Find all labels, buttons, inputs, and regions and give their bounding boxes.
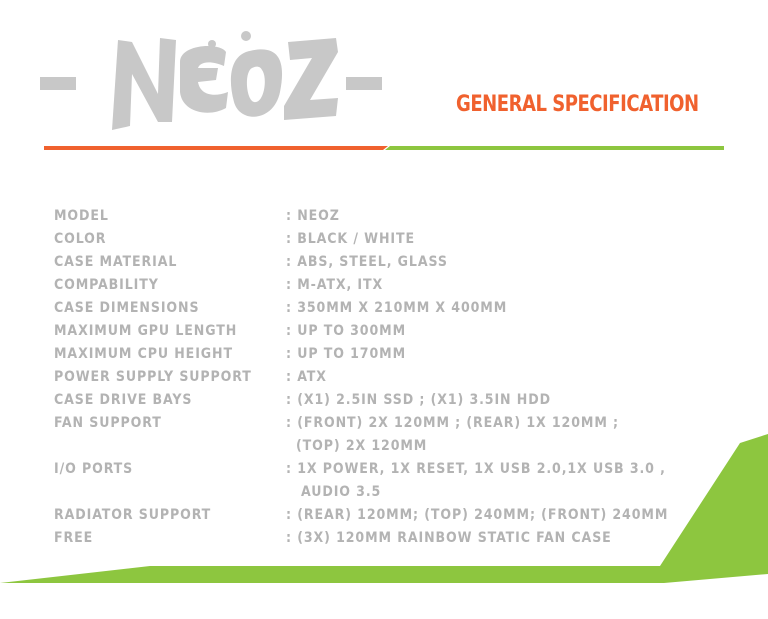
logo-letter-z: [284, 38, 338, 120]
spec-value: : ATX: [286, 369, 327, 385]
logo-letter-o: [230, 49, 283, 117]
spec-row-io-ports: I/O PORTS : 1X POWER, 1X RESET, 1X USB 2…: [54, 458, 674, 504]
spec-value: : (X1) 2.5IN SSD ; (X1) 3.5IN HDD: [286, 392, 551, 408]
spec-row-free: FREE : (3X) 120MM RAINBOW STATIC FAN CAS…: [54, 527, 674, 550]
spec-label: POWER SUPPLY SUPPORT: [54, 369, 252, 385]
spec-value-continuation: AUDIO 3.5: [301, 484, 382, 500]
spec-value: : ABS, STEEL, GLASS: [286, 254, 448, 270]
spec-label: MAXIMUM CPU HEIGHT: [54, 346, 233, 362]
spec-label: COMPABILITY: [54, 277, 159, 293]
neoz-logo: [40, 31, 382, 130]
divider-green: [385, 146, 724, 150]
spec-list: MODEL : NEOZ COLOR : BLACK / WHITE CASE …: [54, 205, 674, 550]
spec-row-compability: COMPABILITY : M-ATX, ITX: [54, 274, 674, 297]
spec-value: : UP TO 300MM: [286, 323, 407, 339]
page-title: GENERAL SPECIFICATION: [456, 92, 699, 117]
spec-row-color: COLOR : BLACK / WHITE: [54, 228, 674, 251]
spec-value: : (3X) 120MM RAINBOW STATIC FAN CASE: [286, 530, 612, 546]
spec-label: MAXIMUM GPU LENGTH: [54, 323, 238, 339]
spec-row-fan-support: FAN SUPPORT : (FRONT) 2X 120MM ; (REAR) …: [54, 412, 674, 458]
spec-label: MODEL: [54, 208, 109, 224]
spec-value: : (REAR) 120MM; (TOP) 240MM; (FRONT) 240…: [286, 507, 669, 523]
spec-value-continuation: (TOP) 2X 120MM: [296, 438, 428, 454]
logo-right-dash: [346, 77, 382, 90]
logo-letter-n: [112, 38, 176, 130]
spec-label: RADIATOR SUPPORT: [54, 507, 212, 523]
spec-row-cpu-height: MAXIMUM CPU HEIGHT : UP TO 170MM: [54, 343, 674, 366]
divider-orange: [44, 146, 388, 150]
spec-label: CASE DIMENSIONS: [54, 300, 200, 316]
spec-value: : M-ATX, ITX: [286, 277, 384, 293]
spec-value: : 1X POWER, 1X RESET, 1X USB 2.0,1X USB …: [286, 461, 666, 477]
spec-label: FREE: [54, 530, 94, 546]
spec-row-gpu-length: MAXIMUM GPU LENGTH : UP TO 300MM: [54, 320, 674, 343]
spec-label: CASE MATERIAL: [54, 254, 178, 270]
spec-value: : UP TO 170MM: [286, 346, 407, 362]
spec-row-model: MODEL : NEOZ: [54, 205, 674, 228]
spec-value: : NEOZ: [286, 208, 340, 224]
spec-label: CASE DRIVE BAYS: [54, 392, 193, 408]
spec-value: : (FRONT) 2X 120MM ; (REAR) 1X 120MM ;: [286, 415, 619, 431]
logo-left-dash: [40, 77, 76, 90]
spec-row-case-material: CASE MATERIAL : ABS, STEEL, GLASS: [54, 251, 674, 274]
logo-letter-e: [180, 46, 228, 113]
spec-label: FAN SUPPORT: [54, 415, 162, 431]
spec-row-power-supply: POWER SUPPLY SUPPORT : ATX: [54, 366, 674, 389]
spec-row-radiator: RADIATOR SUPPORT : (REAR) 120MM; (TOP) 2…: [54, 504, 674, 527]
spec-row-drive-bays: CASE DRIVE BAYS : (X1) 2.5IN SSD ; (X1) …: [54, 389, 674, 412]
spec-row-case-dimensions: CASE DIMENSIONS : 350MM X 210MM X 400MM: [54, 297, 674, 320]
spec-value: : BLACK / WHITE: [286, 231, 415, 247]
spec-label: COLOR: [54, 231, 107, 247]
spec-value: : 350MM X 210MM X 400MM: [286, 300, 508, 316]
spec-label: I/O PORTS: [54, 461, 134, 477]
